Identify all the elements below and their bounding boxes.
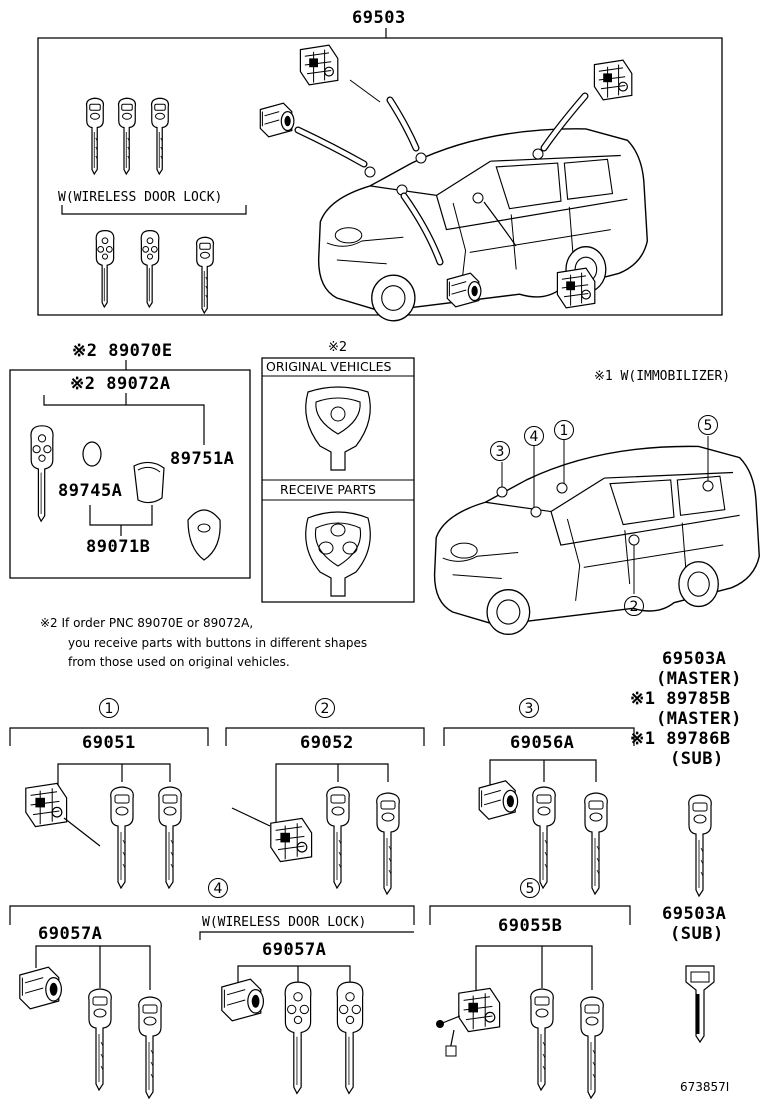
part-number-69057a-wireless: 69057A bbox=[262, 940, 327, 960]
note-line-1: ※2 If order PNC 89070E or 89072A, bbox=[40, 616, 254, 630]
callout-5-group: 5 bbox=[520, 878, 540, 898]
callout-1-group: 1 bbox=[99, 698, 119, 718]
part-number-69052: 69052 bbox=[300, 733, 354, 753]
callout-3-van: 3 bbox=[490, 441, 510, 461]
label-receive-parts: RECEIVE PARTS bbox=[280, 482, 376, 497]
callout-2-group: 2 bbox=[315, 698, 335, 718]
callout-4-van: 4 bbox=[524, 426, 544, 446]
callout-5-van: 5 bbox=[698, 415, 718, 435]
immobilizer-label: ※1 W(IMMOBILIZER) bbox=[594, 369, 731, 384]
part-number-69051: 69051 bbox=[82, 733, 136, 753]
part-number-remote-set: ※2 89070E bbox=[72, 341, 173, 361]
label-master-2: (MASTER) bbox=[656, 709, 742, 729]
wireless-label-group4: W(WIRELESS DOOR LOCK) bbox=[202, 915, 367, 930]
label-sub-1: (SUB) bbox=[670, 749, 724, 769]
part-number-remote-key: ※2 89072A bbox=[70, 374, 171, 394]
part-number-69057a-left: 69057A bbox=[38, 924, 103, 944]
part-number-69056a: 69056A bbox=[510, 733, 575, 753]
drawing-id: 673857I bbox=[680, 1080, 730, 1094]
part-number-89786b: ※1 89786B bbox=[630, 729, 731, 749]
label-sub-2: (SUB) bbox=[670, 924, 724, 944]
compare-box-mark: ※2 bbox=[328, 340, 348, 355]
note-line-2: you receive parts with buttons in differ… bbox=[68, 636, 368, 650]
callout-4-group: 4 bbox=[208, 878, 228, 898]
part-number-89785b: ※1 89785B bbox=[630, 689, 731, 709]
part-number-69503a-master: 69503A bbox=[662, 649, 727, 669]
label-original-vehicles: ORIGINAL VEHICLES bbox=[266, 359, 392, 374]
wireless-label-top: W(WIRELESS DOOR LOCK) bbox=[58, 190, 223, 205]
callout-1-van: 1 bbox=[554, 420, 574, 440]
part-number-89071b: 89071B bbox=[86, 537, 151, 557]
callout-3-group: 3 bbox=[519, 698, 539, 718]
part-number-main: 69503 bbox=[352, 8, 406, 28]
part-number-89751a: 89751A bbox=[170, 449, 235, 469]
label-master-1: (MASTER) bbox=[656, 669, 742, 689]
part-number-89745a: 89745A bbox=[58, 481, 123, 501]
part-number-69055b: 69055B bbox=[498, 916, 563, 936]
callout-2-van: 2 bbox=[624, 596, 644, 616]
note-line-3: from those used on original vehicles. bbox=[68, 655, 290, 669]
part-number-69503a-sub: 69503A bbox=[662, 904, 727, 924]
